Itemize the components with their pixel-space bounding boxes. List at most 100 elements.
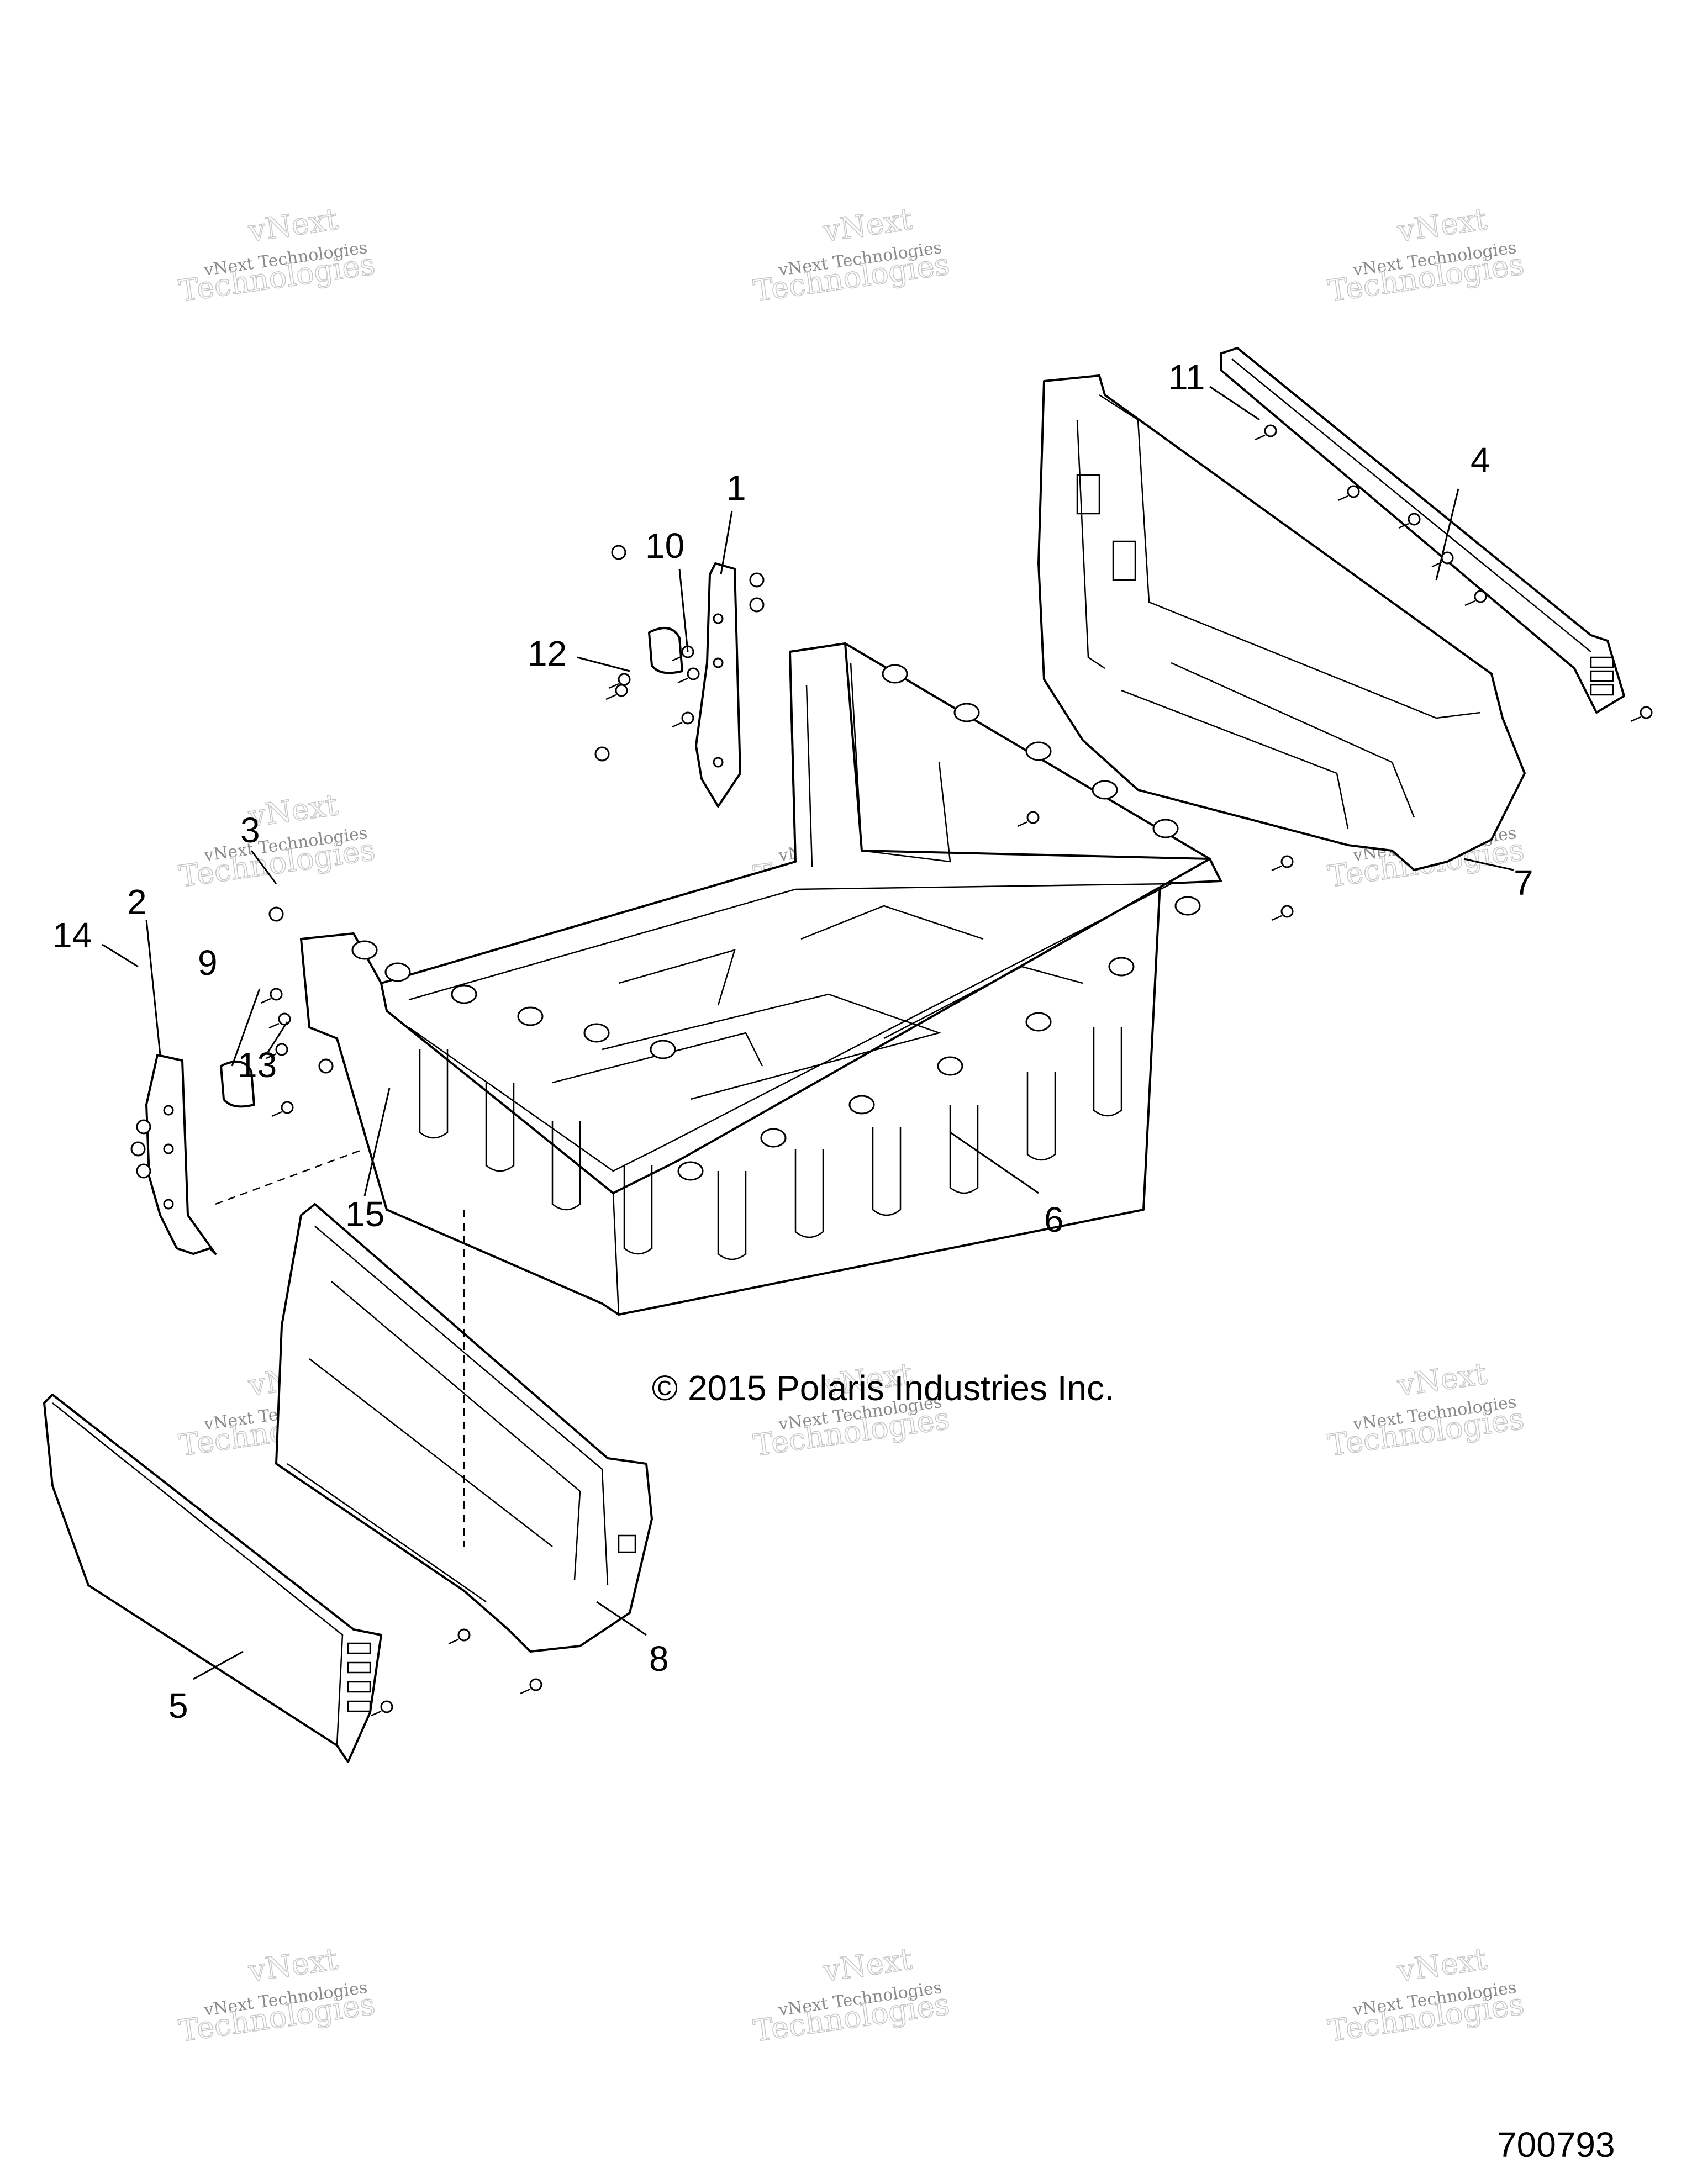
- side-rib: [623, 1165, 653, 1255]
- nut: [130, 1141, 146, 1157]
- callout-3: 3: [240, 810, 260, 850]
- watermark-brand: vNext: [820, 202, 914, 249]
- nut: [318, 1058, 334, 1074]
- callout-4: 4: [1471, 440, 1490, 480]
- side-rib: [949, 1105, 979, 1194]
- bracket-right: [695, 562, 741, 808]
- watermark-brand: vNext: [246, 787, 340, 834]
- watermark-brand: vNext: [1395, 1356, 1489, 1403]
- callout-14: 14: [52, 915, 92, 955]
- rim-hole: [937, 1056, 963, 1076]
- screw: [672, 711, 694, 728]
- nut: [136, 1163, 151, 1179]
- cargo-box: [300, 642, 1222, 1316]
- callout-13: 13: [238, 1045, 277, 1085]
- rim-hole: [1152, 819, 1179, 838]
- screw: [371, 1700, 393, 1717]
- side-ribs: [419, 1027, 1122, 1260]
- rim-hole: [882, 664, 908, 684]
- clamp-10: [648, 627, 683, 674]
- rim-hole: [1025, 741, 1052, 761]
- hardware: [130, 424, 1653, 1717]
- rim-hole: [583, 1023, 610, 1043]
- callout-5: 5: [168, 1686, 188, 1726]
- screw: [520, 1678, 542, 1695]
- watermark-brand: vNext: [820, 1942, 914, 1988]
- screw: [268, 1012, 291, 1029]
- callout-1: 1: [726, 468, 746, 508]
- screw: [1017, 811, 1040, 827]
- bracket-left: [145, 1054, 217, 1255]
- callout-2: 2: [127, 882, 147, 922]
- nut: [136, 1119, 151, 1135]
- screw: [677, 667, 700, 684]
- side-rib: [551, 1121, 581, 1211]
- screw: [260, 988, 283, 1004]
- rim-hole: [1174, 896, 1201, 916]
- callout-6: 6: [1044, 1200, 1064, 1239]
- tailgate-outer-panel: [43, 1394, 382, 1763]
- screw: [1337, 485, 1360, 502]
- rim-hole: [384, 962, 411, 982]
- side-rib: [794, 1149, 824, 1238]
- nut: [594, 746, 610, 762]
- callout-7: 7: [1514, 863, 1533, 903]
- screw: [605, 684, 628, 700]
- rim-hole: [1108, 957, 1135, 977]
- callout-10: 10: [645, 526, 684, 566]
- copyright-notice: © 2015 Polaris Industries Inc.: [652, 1368, 1114, 1408]
- callout-12: 12: [528, 634, 567, 673]
- side-rib: [485, 1083, 515, 1172]
- callout-11: 11: [1168, 357, 1205, 397]
- rim-hole: [1025, 1012, 1052, 1032]
- rim-hole: [351, 940, 378, 960]
- rim-hole: [953, 703, 980, 722]
- leader-lines: [102, 386, 1514, 1680]
- rim-hole: [1092, 780, 1118, 800]
- callout-labels: 1 2 3 4 5 6 7 8 9 10 11 12 13 14 15: [52, 357, 1533, 1726]
- front-top-rail: [1220, 347, 1625, 714]
- rim-hole: [517, 1006, 544, 1026]
- front-wall-panel: [1037, 374, 1526, 871]
- screw: [271, 1101, 294, 1117]
- side-rib: [419, 1049, 449, 1139]
- screw: [266, 1043, 288, 1059]
- watermark-brand: vNext: [1395, 202, 1489, 249]
- mounting-holes: [351, 664, 1201, 1181]
- screw: [1398, 513, 1421, 529]
- callout-8: 8: [649, 1639, 669, 1679]
- nut: [749, 597, 765, 613]
- rim-hole: [677, 1161, 704, 1181]
- side-rib: [717, 1171, 747, 1260]
- side-rib: [1093, 1027, 1122, 1117]
- rim-hole: [760, 1128, 787, 1148]
- nut: [268, 906, 284, 922]
- screw: [1271, 905, 1294, 921]
- screw: [1630, 706, 1653, 722]
- watermark-brand: vNext: [246, 1942, 340, 1988]
- rim-hole: [650, 1040, 676, 1059]
- watermark-brand: vNext: [246, 202, 340, 249]
- watermark-brand: vNext: [1395, 1942, 1489, 1988]
- screw: [448, 1628, 471, 1645]
- side-rib: [1026, 1072, 1056, 1161]
- rim-hole: [848, 1095, 875, 1115]
- screw: [1255, 424, 1277, 441]
- rim-hole: [451, 984, 477, 1004]
- nut: [749, 572, 765, 588]
- drawing-number: 700793: [1497, 2125, 1615, 2165]
- callout-9: 9: [198, 943, 218, 983]
- callout-15: 15: [345, 1194, 384, 1234]
- screw: [1464, 590, 1487, 606]
- screw: [1271, 855, 1294, 872]
